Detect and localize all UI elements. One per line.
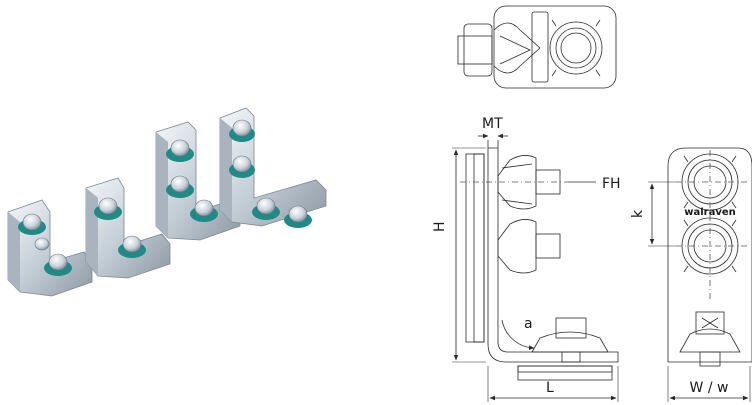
mt-label: MT [482,116,503,132]
l-label: L [546,380,554,396]
brand-label: walraven [684,207,736,218]
bracket-extra-large [219,107,327,228]
bracket-medium [85,177,171,279]
side-view-drawing: FH MT H a L [432,116,621,402]
bracket-large [155,121,241,241]
front-view-drawing: walraven k W / w [630,147,752,402]
fh-label: FH [602,176,621,192]
bracket-small [7,199,93,297]
top-view-drawing [457,5,617,89]
ww-label: W / w [690,380,729,396]
angle-label: a [524,316,533,332]
bracket-photo-group [7,107,327,297]
h-label: H [432,221,448,232]
k-label: k [630,209,646,218]
